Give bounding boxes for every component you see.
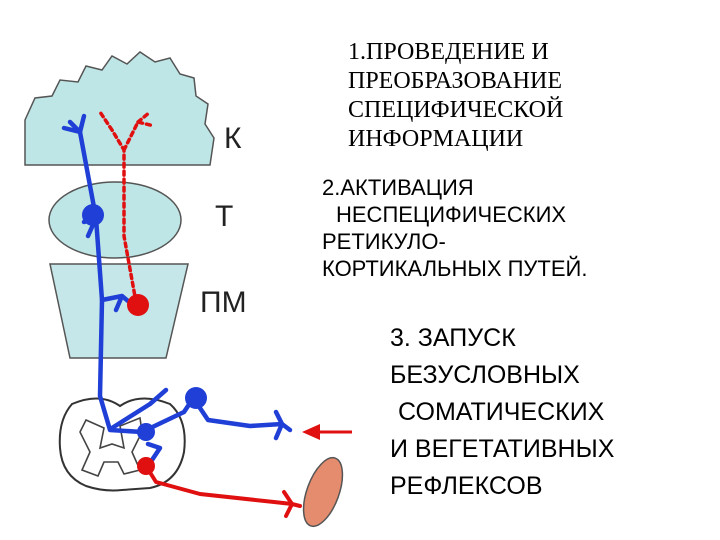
label-medulla: ПМ	[200, 286, 247, 319]
specific-neuron-spinal-low	[137, 423, 155, 441]
point-2-line-2: НЕСПЕЦИФИЧЕСКИХ	[336, 202, 567, 227]
point-1-line-3: СПЕЦИФИЧЕСКОЙ	[348, 97, 564, 123]
point-1-text: 1.ПРОВЕДЕНИЕ И ПРЕОБРАЗОВАНИЕ СПЕЦИФИЧЕС…	[348, 38, 563, 154]
label-thalamus: Т	[215, 200, 234, 233]
cortex-shape	[24, 51, 215, 166]
thalamus-shape	[48, 181, 182, 259]
point-3-text: 3. ЗАПУСК БЕЗУСЛОВНЫХ СОМАТИЧЕСКИХ И ВЕГ…	[390, 320, 614, 505]
point-2-line-1: 2.АКТИВАЦИЯ	[322, 175, 474, 200]
spinal-grey-matter	[79, 416, 143, 478]
effector-muscle	[302, 456, 344, 528]
vegetative-neuron	[137, 457, 155, 475]
stimulus-arrow	[302, 424, 352, 440]
spinal-cord-shape	[58, 397, 186, 492]
nonspecific-neuron-medulla	[127, 294, 149, 316]
point-2-line-4: КОРТИКАЛЬНЫХ ПУТЕЙ.	[322, 256, 588, 281]
label-cortex: К	[224, 122, 242, 155]
point-2-line-3: РЕТИКУЛО-	[322, 229, 446, 254]
vegetative-pathway	[144, 464, 302, 518]
point-2-text: 2.АКТИВАЦИЯ НЕСПЕЦИФИЧЕСКИХ РЕТИКУЛО- КО…	[322, 174, 587, 282]
point-3-line-2: БЕЗУСЛОВНЫХ	[390, 361, 580, 389]
specific-neuron-thalamus	[82, 204, 104, 226]
point-3-line-5: РЕФЛЕКСОВ	[390, 472, 543, 500]
point-1-line-1: 1.ПРОВЕДЕНИЕ И	[348, 39, 549, 65]
point-3-line-4: И ВЕГЕТАТИВНЫХ	[390, 435, 615, 463]
point-3-line-1: 3. ЗАПУСК	[390, 324, 516, 352]
nonspecific-pathway	[98, 110, 156, 304]
point-3-line-3: СОМАТИЧЕСКИХ	[398, 398, 605, 426]
point-1-line-4: ИНФОРМАЦИИ	[348, 126, 524, 152]
specific-neuron-spinal	[185, 387, 207, 409]
medulla-shape	[49, 263, 189, 359]
point-1-line-2: ПРЕОБРАЗОВАНИЕ	[348, 68, 562, 94]
